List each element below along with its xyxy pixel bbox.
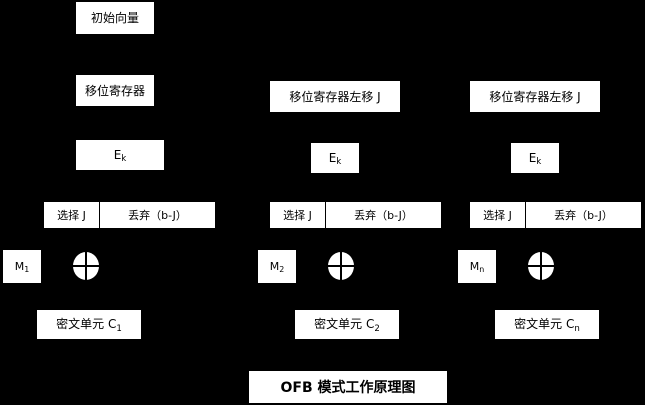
initial-vector-box: 初始向量	[76, 2, 154, 34]
select-j-label-2: 选择 J	[283, 209, 312, 222]
select-j-cell-2: 选择 J	[270, 202, 326, 228]
select-j-label-3: 选择 J	[483, 209, 512, 222]
diagram-title-box: OFB 模式工作原理图	[249, 371, 447, 403]
plaintext-box-3: Mn	[458, 250, 496, 283]
shift-register-box-3: 移位寄存器左移 J	[470, 81, 600, 112]
encrypt-function-box-3: Ek	[511, 143, 559, 173]
shift-register-label-1: 移位寄存器	[84, 83, 145, 98]
plaintext-label-3: Mn	[469, 260, 485, 275]
discard-cell-3: 丢弃（b-J）	[526, 202, 641, 228]
encrypt-function-label-3: Ek	[528, 150, 542, 168]
plaintext-label-1: M1	[14, 260, 30, 275]
ciphertext-box-1: 密文单元 C1	[37, 310, 141, 339]
select-j-cell-1: 选择 J	[44, 202, 100, 228]
select-discard-group-3: 选择 J 丢弃（b-J）	[470, 202, 641, 228]
discard-label-3: 丢弃（b-J）	[554, 209, 613, 222]
encrypt-function-label-2: Ek	[328, 150, 342, 168]
select-discard-group-2: 选择 J 丢弃（b-J）	[270, 202, 441, 228]
xor-icon-3	[528, 252, 554, 280]
encrypt-function-label-1: Ek	[113, 147, 127, 165]
plaintext-label-2: M2	[269, 260, 285, 275]
discard-cell-2: 丢弃（b-J）	[326, 202, 441, 228]
xor-horizontal-line-1	[73, 265, 99, 267]
ciphertext-label-3: 密文单元 Cn	[514, 317, 580, 334]
ciphertext-label-2: 密文单元 C2	[314, 317, 380, 334]
encrypt-function-box-1: Ek	[76, 140, 164, 170]
plaintext-box-1: M1	[3, 250, 41, 283]
xor-icon-1	[73, 252, 99, 280]
shift-register-label-2: 移位寄存器左移 J	[289, 89, 381, 104]
shift-register-box-1: 移位寄存器	[76, 75, 154, 106]
diagram-title: OFB 模式工作原理图	[280, 380, 416, 396]
ciphertext-box-2: 密文单元 C2	[295, 310, 399, 339]
select-j-cell-3: 选择 J	[470, 202, 526, 228]
ciphertext-label-1: 密文单元 C1	[56, 317, 122, 334]
shift-register-box-2: 移位寄存器左移 J	[270, 81, 400, 112]
plaintext-box-2: M2	[258, 250, 296, 283]
xor-horizontal-line-2	[328, 265, 354, 267]
xor-horizontal-line-3	[528, 265, 554, 267]
discard-cell-1: 丢弃（b-J）	[100, 202, 215, 228]
ciphertext-box-3: 密文单元 Cn	[495, 310, 599, 339]
xor-icon-2	[328, 252, 354, 280]
initial-vector-label: 初始向量	[90, 11, 139, 25]
shift-register-label-3: 移位寄存器左移 J	[489, 89, 581, 104]
discard-label-1: 丢弃（b-J）	[128, 209, 187, 222]
encrypt-function-box-2: Ek	[311, 143, 359, 173]
discard-label-2: 丢弃（b-J）	[354, 209, 413, 222]
select-discard-group-1: 选择 J 丢弃（b-J）	[44, 202, 215, 228]
select-j-label-1: 选择 J	[57, 209, 86, 222]
